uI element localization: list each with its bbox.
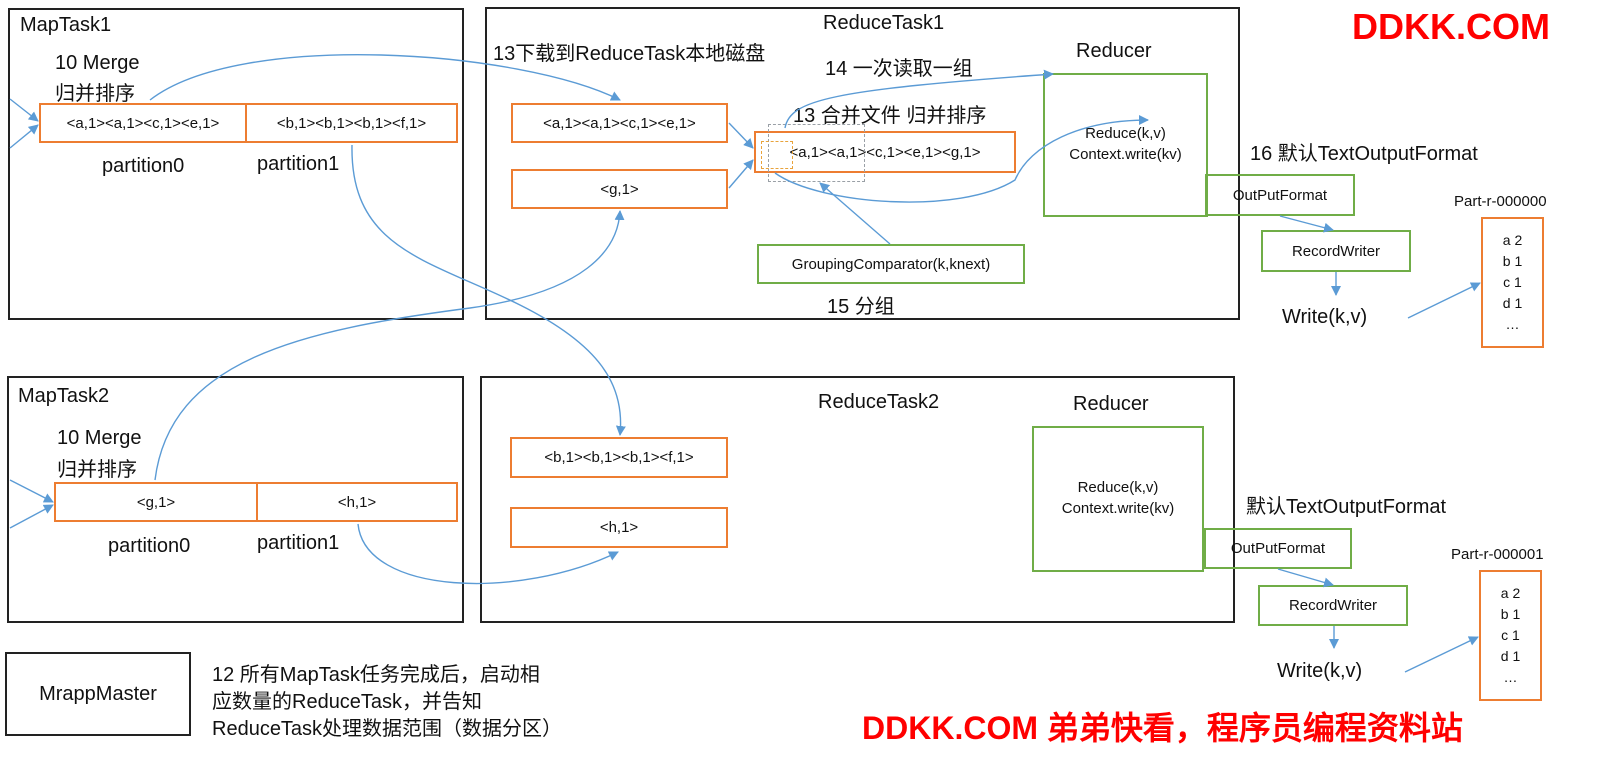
maptask1-merge-line2: 归并排序 <box>55 83 135 105</box>
r1-file1-to-merged-arrow <box>728 122 754 149</box>
reducetask1-file1-box: <a,1><a,1><c,1><e,1> <box>511 103 728 143</box>
maptask1-panel <box>8 8 464 320</box>
maptask1-partition1-label: partition1 <box>257 153 340 175</box>
output1-line-1: a 2 <box>1502 232 1523 248</box>
output1-part-file: a 2 b 1 c 1 d 1 … <box>1481 217 1544 348</box>
m2p1-to-r2-arrow <box>357 523 619 585</box>
master-note-line3: ReduceTask处理数据范围（数据分区） <box>212 718 563 740</box>
out2-format-to-writer-arrow <box>1277 568 1334 588</box>
maptask1-input-arrow-2 <box>9 124 39 149</box>
output1-outputformat-box: OutPutFormat <box>1205 174 1355 216</box>
reducetask1-title: ReduceTask1 <box>823 12 945 34</box>
maptask1-title: MapTask1 <box>20 14 112 36</box>
output2-line-2: b 1 <box>1500 606 1521 622</box>
reducer1-reduce-call: Reduce(k,v) <box>1085 125 1166 142</box>
reducer1-title: Reducer <box>1076 40 1152 62</box>
reducetask1-read-label: 14 一次读取一组 <box>825 58 973 80</box>
reducetask1-merge-label: 13 合并文件 归并排序 <box>793 105 987 127</box>
watermark-bottom: DDKK.COM 弟弟快看，程序员编程资料站 <box>862 710 1463 746</box>
output2-part-file: a 2 b 1 c 1 d 1 … <box>1479 570 1542 701</box>
maptask1-input-arrow-1 <box>9 98 39 122</box>
output1-line-4: d 1 <box>1502 295 1523 311</box>
mrappmaster-box: MrappMaster <box>5 652 191 736</box>
reduce-loop-arrow <box>774 115 1149 203</box>
output1-write: Write(k,v) <box>1282 306 1368 328</box>
maptask2-title: MapTask2 <box>18 385 110 407</box>
reducetask1-merged-box: <a,1><a,1><c,1><e,1><g,1> <box>754 131 1016 173</box>
reducer2-box <box>1032 426 1204 572</box>
output2-line-3: c 1 <box>1501 627 1520 643</box>
output2-line-5: … <box>1503 669 1518 685</box>
maptask1-partition0-label: partition0 <box>102 155 185 177</box>
grouping-comparator-box: GroupingComparator(k,knext) <box>757 244 1025 284</box>
output2-format-label: 默认TextOutputFormat <box>1246 496 1447 518</box>
output2-write: Write(k,v) <box>1277 660 1363 682</box>
maptask2-panel <box>7 376 464 623</box>
reducetask2-file1-box: <b,1><b,1><b,1><f,1> <box>510 437 728 478</box>
output2-line-4: d 1 <box>1500 648 1521 664</box>
r1-file2-to-merged-arrow <box>728 159 754 189</box>
watermark-top: DDKK.COM <box>1352 6 1550 47</box>
master-note-line2: 应数量的ReduceTask，并告知 <box>212 691 483 713</box>
reducetask1-panel <box>485 7 1240 320</box>
master-note-line1: 12 所有MapTask任务完成后，启动相 <box>212 664 540 686</box>
group-highlight-outer <box>768 124 865 182</box>
maptask2-input-arrow-2 <box>9 504 54 529</box>
m2p0-to-r1-arrow <box>154 210 625 481</box>
reducetask1-download-label: 13下载到ReduceTask本地磁盘 <box>493 43 766 65</box>
maptask2-merge-line2: 归并排序 <box>57 459 137 481</box>
output1-line-3: c 1 <box>1503 274 1522 290</box>
output2-outputformat-box: OutPutFormat <box>1204 528 1352 569</box>
m1p0-to-r1-arrow <box>149 54 621 101</box>
reducer1-context-write: Context.write(kv) <box>1069 146 1182 163</box>
reducer1-box <box>1043 73 1208 217</box>
maptask2-input-arrow-1 <box>9 479 54 503</box>
maptask1-partition1-box: <b,1><b,1><b,1><f,1> <box>245 103 458 143</box>
output1-line-5: … <box>1505 316 1520 332</box>
reducer2-title: Reducer <box>1073 393 1149 415</box>
output1-format-label: 16 默认TextOutputFormat <box>1250 143 1478 165</box>
reducetask2-file2-box: <h,1> <box>510 507 728 548</box>
maptask2-partition0-label: partition0 <box>108 535 191 557</box>
out2-write-to-file-arrow <box>1404 636 1479 673</box>
out1-write-to-file-arrow <box>1407 282 1481 319</box>
maptask2-partition1-label: partition1 <box>257 532 340 554</box>
m1p1-to-r2-arrow <box>351 144 626 436</box>
output1-line-2: b 1 <box>1502 253 1523 269</box>
grouping-to-merged-arrow <box>819 182 891 245</box>
read-group-to-reducer-arrow <box>784 69 1054 129</box>
output1-recordwriter-box: RecordWriter <box>1261 230 1411 272</box>
out1-format-to-writer-arrow <box>1279 215 1334 233</box>
output1-file-name: Part-r-000000 <box>1454 193 1547 210</box>
output2-line-1: a 2 <box>1500 585 1521 601</box>
reducetask2-panel <box>480 376 1235 623</box>
maptask2-merge-line1: 10 Merge <box>57 427 142 449</box>
maptask2-partition1-box: <h,1> <box>256 482 458 522</box>
reducer2-reduce-call: Reduce(k,v) <box>1077 479 1159 496</box>
group-highlight-inner <box>761 141 793 169</box>
reducetask2-title: ReduceTask2 <box>818 391 940 413</box>
maptask1-merge-line1: 10 Merge <box>55 52 140 74</box>
reducetask1-file2-box: <g,1> <box>511 169 728 209</box>
reducer2-context-write: Context.write(kv) <box>1061 500 1175 517</box>
output2-file-name: Part-r-000001 <box>1451 546 1544 563</box>
group-label: 15 分组 <box>827 296 895 318</box>
